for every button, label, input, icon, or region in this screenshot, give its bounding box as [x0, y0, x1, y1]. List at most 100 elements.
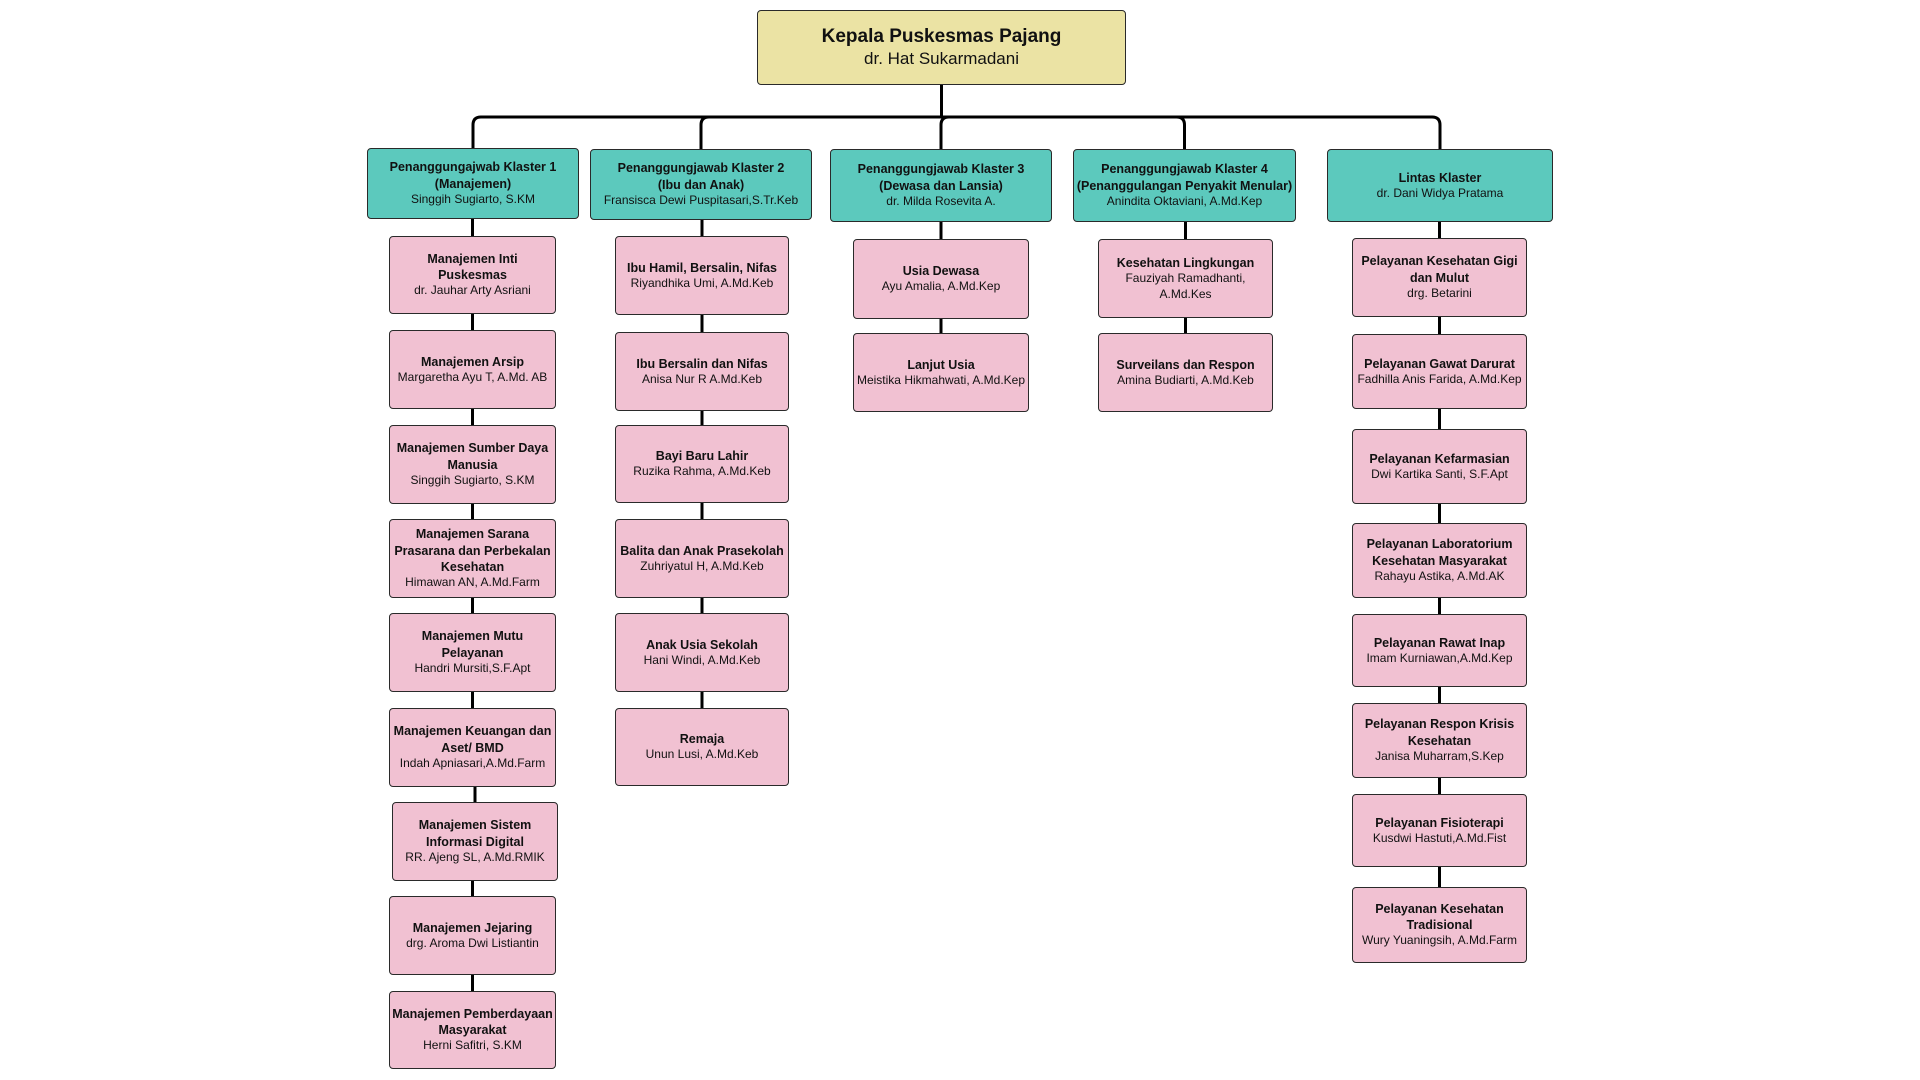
unit-node-person: Fauziyah Ramadhanti, A.Md.Kes [1125, 271, 1246, 301]
unit-node-title: Ibu Bersalin dan Nifas [636, 356, 768, 371]
unit-node-person: Kusdwi Hastuti,A.Md.Fist [1372, 830, 1507, 845]
unit-node-title: Manajemen Sumber Daya Manusia [396, 441, 549, 472]
unit-node-title: Ibu Hamil, Bersalin, Nifas [626, 260, 778, 275]
unit-node-title: Manajemen Arsip [420, 354, 525, 369]
unit-node-person: Ruzika Rahma, A.Md.Keb [633, 464, 771, 479]
unit-node-title: Surveilans dan Respon [1116, 357, 1255, 372]
unit-node-person: Ayu Amalia, A.Md.Kep [881, 279, 1001, 294]
unit-node-title: Pelayanan Rawat Inap [1373, 635, 1506, 650]
unit-node-person: Anisa Nur R A.Md.Keb [641, 371, 763, 386]
unit-node-title: Pelayanan Kesehatan Gigi dan Mulut [1361, 254, 1518, 285]
unit-node-title: Pelayanan Respon Krisis Kesehatan [1364, 717, 1515, 748]
unit-node-person: RR. Ajeng SL, A.Md.RMIK [405, 849, 545, 864]
unit-node-title: Manajemen Inti Puskesmas [427, 251, 518, 283]
unit-node-person: Rahayu Astika, A.Md.AK [1374, 568, 1505, 583]
unit-node-person: Zuhriyatul H, A.Md.Keb [640, 558, 764, 573]
unit-node-title: Pelayanan Laboratorium Kesehatan Masyara… [1366, 537, 1513, 568]
unit-node-title: Usia Dewasa [902, 264, 980, 279]
unit-node-person: dr. Jauhar Arty Asriani [414, 283, 531, 298]
cluster-connector [939, 115, 950, 149]
cluster-node-person: dr. Milda Rosevita A. [886, 193, 996, 208]
unit-node-person: Hani Windi, A.Md.Keb [643, 652, 761, 667]
unit-node-person: Meistika Hikmahwati, A.Md.Kep [856, 372, 1026, 387]
unit-node-title: Balita dan Anak Prasekolah [620, 543, 784, 558]
cluster-node-title: Penanggungajwab Klaster 1 [389, 160, 557, 175]
cluster-node-subtitle: (Manajemen) [434, 176, 512, 191]
unit-node-title: Manajemen Sistem Informasi Digital [418, 818, 532, 849]
cluster-node-person: dr. Dani Widya Pratama [1376, 185, 1504, 200]
unit-node-title: Manajemen Mutu Pelayanan [421, 629, 524, 660]
unit-node-person: drg. Betarini [1407, 285, 1472, 300]
unit-node-title: Pelayanan Gawat Darurat [1364, 356, 1515, 371]
unit-node-person: Unun Lusi, A.Md.Keb [645, 747, 759, 762]
head-node[interactable]: Kepala Puskesmas Pajang dr. Hat Sukarmad… [757, 10, 1126, 85]
unit-node-person: drg. Aroma Dwi Listiantin [406, 935, 539, 950]
unit-node-person: Dwi Kartika Santi, S.F.Apt [1371, 466, 1508, 481]
cluster-node-person: Singgih Sugiarto, S.KM [410, 191, 536, 206]
cluster-node-person: Fransisca Dewi Puspitasari,S.Tr.Keb [603, 192, 799, 207]
unit-node-title: Kesehatan Lingkungan [1116, 255, 1255, 270]
cluster-node[interactable]: Penanggungjawab Klaster 2(Ibu dan Anak)F… [590, 149, 812, 220]
unit-node-title: Pelayanan Kesehatan Tradisional [1375, 901, 1504, 933]
unit-node[interactable]: Pelayanan Laboratorium Kesehatan Masyara… [1352, 523, 1527, 598]
cluster-connector [471, 115, 942, 148]
unit-node-person: Handri Mursiti,S.F.Apt [414, 660, 531, 675]
cluster-node[interactable]: Penanggungjawab Klaster 3(Dewasa dan Lan… [830, 149, 1052, 222]
unit-node[interactable]: Manajemen Sarana Prasarana dan Perbekala… [389, 519, 556, 598]
unit-node-title: Pelayanan Kefarmasian [1369, 451, 1510, 466]
cluster-node[interactable]: Penanggungjawab Klaster 4(Penanggulangan… [1073, 149, 1296, 222]
cluster-node-title: Penanggungjawab Klaster 2 [617, 161, 785, 176]
cluster-connector [941, 115, 1186, 149]
unit-node-title: Manajemen Sarana Prasarana dan Perbekala… [394, 527, 551, 574]
cluster-node-person: Anindita Oktaviani, A.Md.Kep [1106, 193, 1263, 208]
cluster-node-subtitle: (Penanggulangan Penyakit Menular) [1076, 178, 1293, 193]
cluster-connector [699, 115, 942, 149]
unit-node-title: Manajemen Keuangan dan Aset/ BMD [393, 724, 552, 755]
cluster-node-subtitle: (Dewasa dan Lansia) [879, 178, 1003, 193]
unit-node-title: Manajemen Pemberdayaan Masyarakat [392, 1006, 553, 1038]
cluster-node-subtitle: (Ibu dan Anak) [657, 177, 745, 192]
unit-node-title: Remaja [679, 732, 725, 747]
head-title: Kepala Puskesmas Pajang [821, 25, 1062, 47]
cluster-node[interactable]: Penanggungajwab Klaster 1(Manajemen)Sing… [367, 148, 579, 219]
cluster-node-title: Penanggungjawab Klaster 4 [1101, 162, 1268, 177]
unit-node-title: Pelayanan Fisioterapi [1375, 815, 1504, 830]
unit-node-title: Manajemen Jejaring [412, 920, 533, 935]
unit-node-person: Janisa Muharram,S.Kep [1375, 748, 1504, 763]
head-name: dr. Hat Sukarmadani [864, 49, 1019, 69]
unit-node-person: Margaretha Ayu T, A.Md. AB [397, 369, 548, 384]
unit-node-title: Anak Usia Sekolah [646, 637, 758, 652]
unit-node-person: Wury Yuaningsih, A.Md.Farm [1362, 933, 1517, 948]
unit-node-person: Riyandhika Umi, A.Md.Keb [630, 275, 774, 290]
unit-node-person: Singgih Sugiarto, S.KM [410, 472, 535, 487]
unit-node-person: Amina Budiarti, A.Md.Keb [1117, 372, 1254, 387]
unit-node-person: Himawan AN, A.Md.Farm [405, 575, 540, 590]
